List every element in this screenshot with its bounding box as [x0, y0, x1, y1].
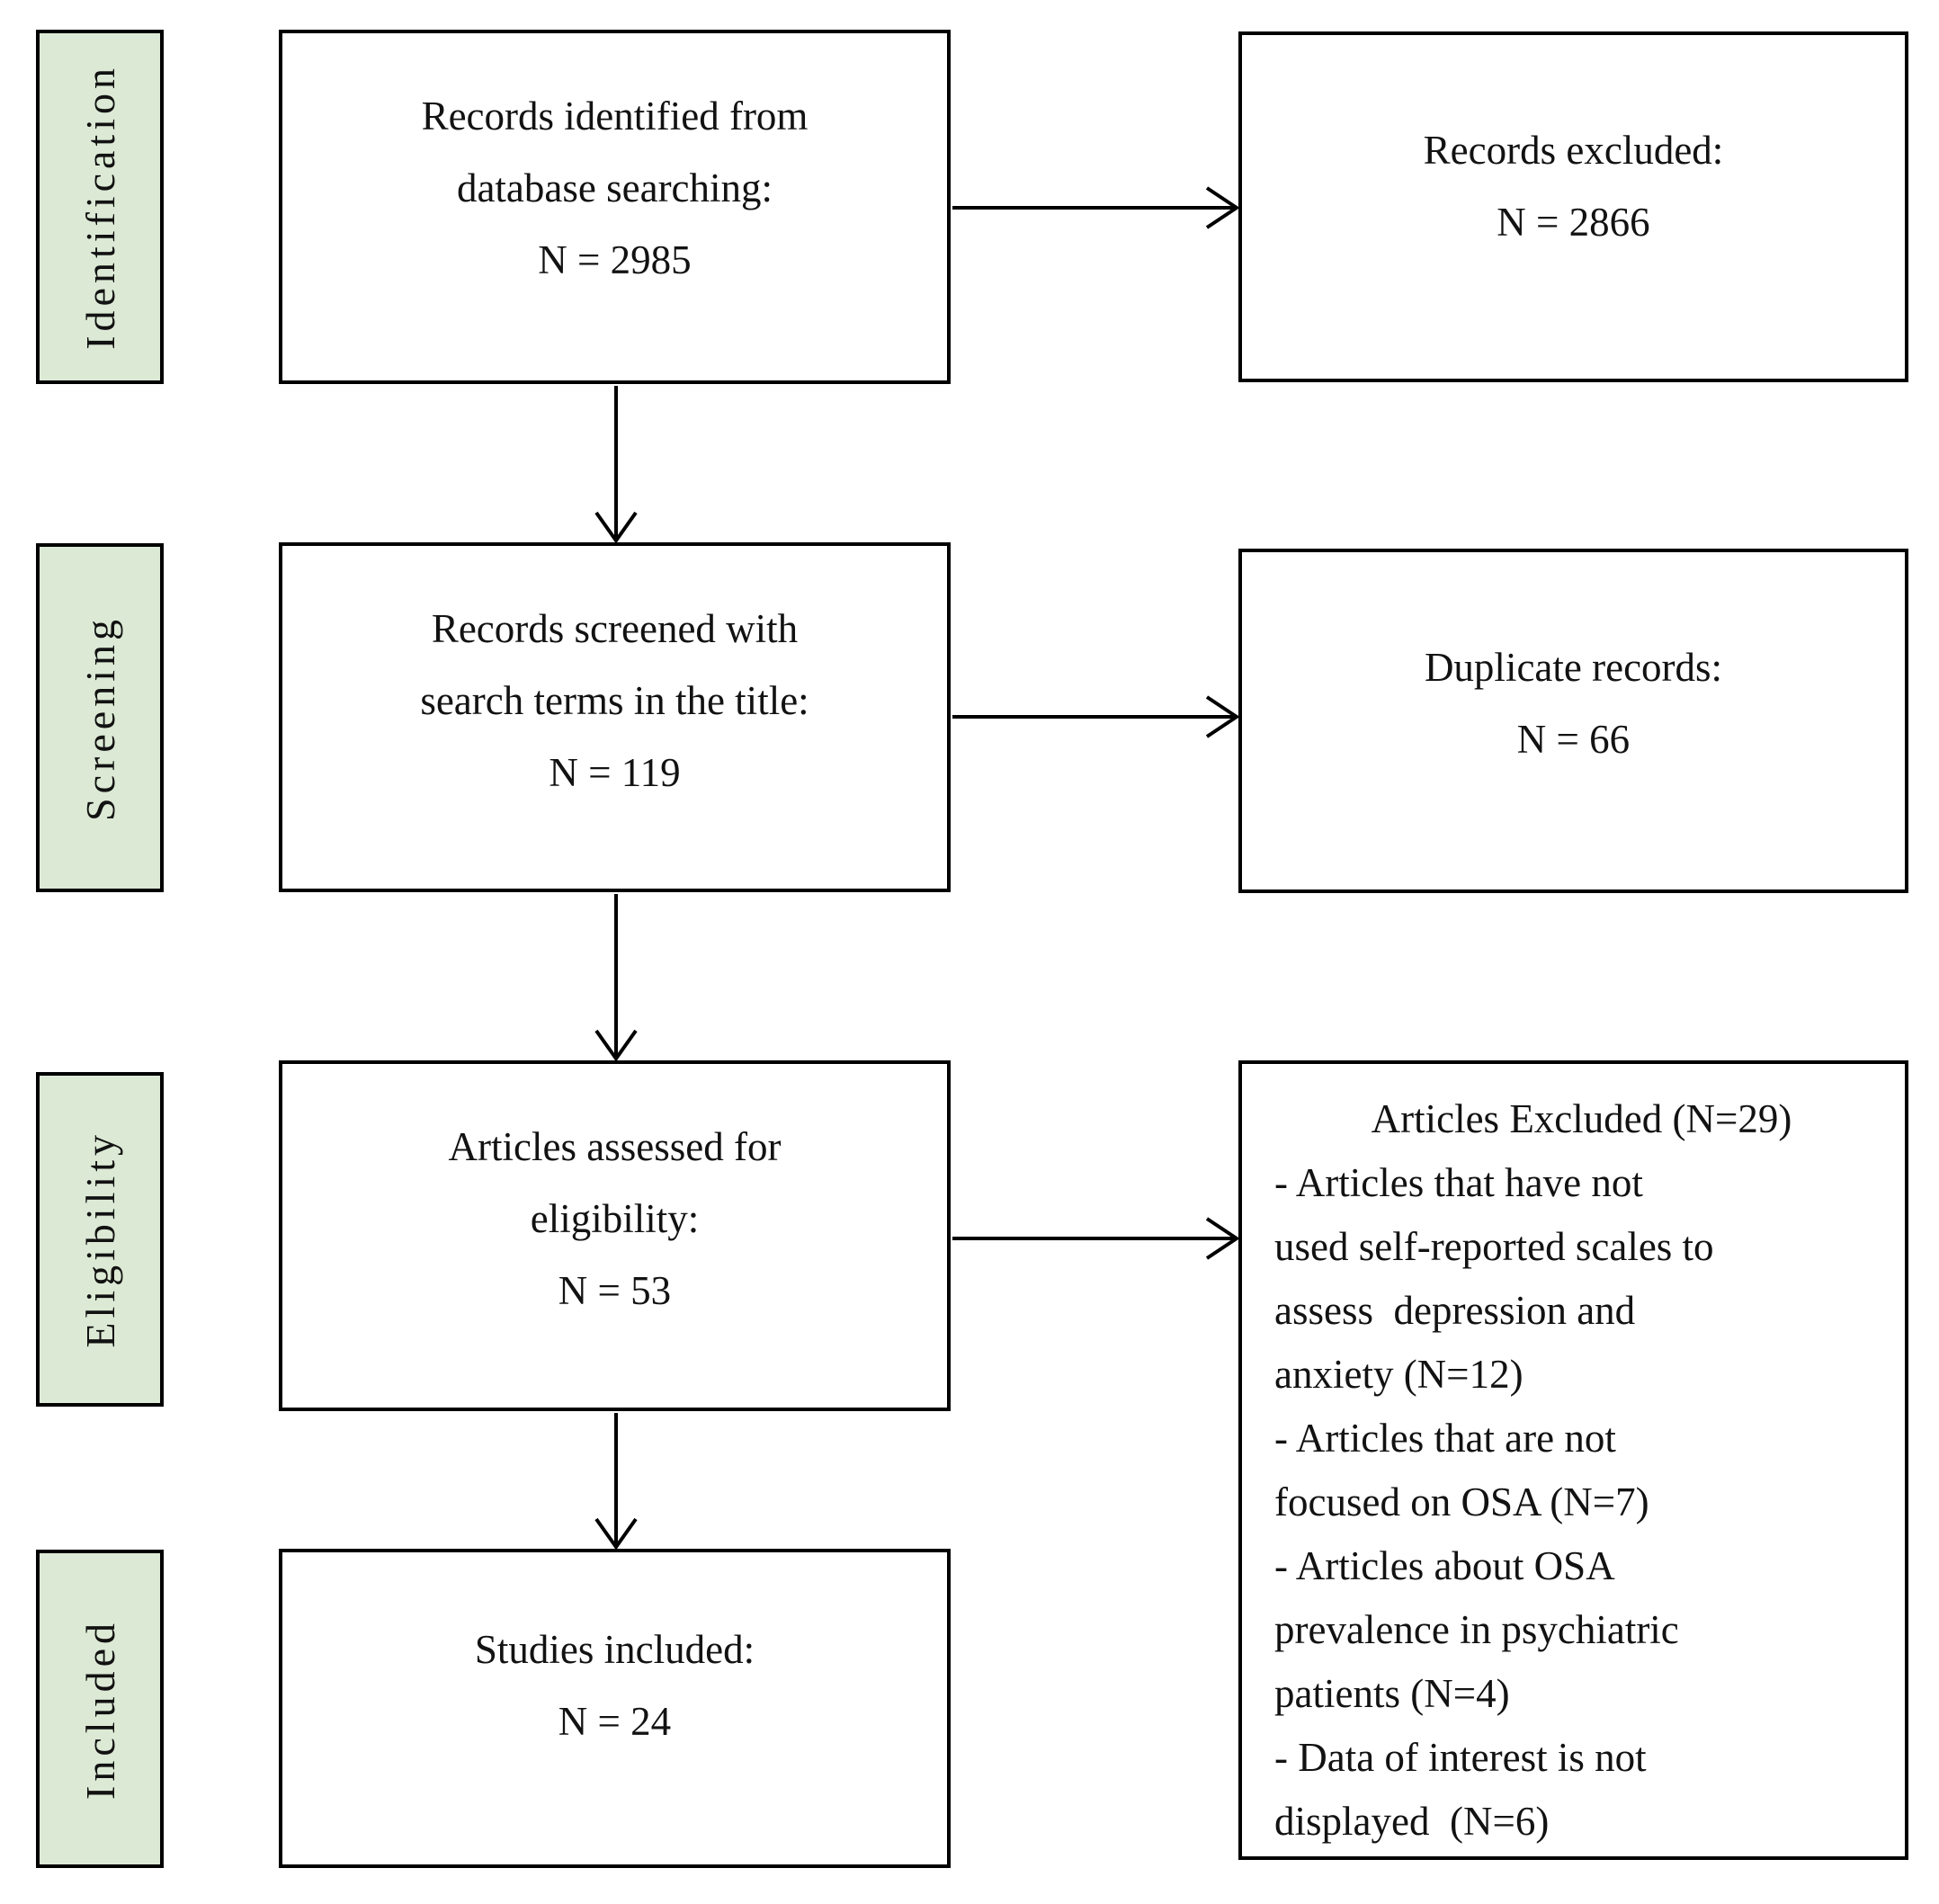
stage-label-screening: Screening — [36, 543, 164, 892]
box-count-line: N = 53 — [558, 1268, 672, 1313]
stage-label-identification: Identification — [36, 30, 164, 384]
stage-label-eligibility: Eligibility — [36, 1072, 164, 1407]
duplicate-records-box: Duplicate records: N = 66 — [1238, 549, 1908, 893]
exclusion-reason-line: assess depression and — [1274, 1288, 1636, 1333]
arrow-identified-to-records-excluded — [952, 186, 1240, 229]
box-count-line: N = 2985 — [538, 237, 692, 282]
records-excluded-box: Records excluded: N = 2866 — [1238, 31, 1908, 382]
exclusion-reason-line: - Articles about OSA — [1274, 1543, 1615, 1588]
box-count-line: N = 2866 — [1497, 200, 1650, 245]
arrow-assessed-to-included — [594, 1413, 638, 1551]
arrow-assessed-to-articles-excluded — [952, 1217, 1240, 1260]
stage-label-text: Identification — [76, 64, 123, 350]
exclusion-reason-line: anxiety (N=12) — [1274, 1352, 1524, 1397]
exclusion-reason-line: used self-reported scales to — [1274, 1224, 1714, 1269]
box-text-line: Records screened with — [431, 606, 799, 651]
exclusion-header: Articles Excluded (N=29) — [1371, 1096, 1792, 1141]
exclusion-reason-line: patients (N=4) — [1274, 1671, 1510, 1716]
stage-label-text: Included — [76, 1618, 123, 1800]
exclusion-reason-line: - Articles that have not — [1274, 1160, 1643, 1205]
box-count-line: N = 119 — [549, 750, 681, 795]
box-text-line: search terms in the title: — [420, 678, 809, 723]
stage-label-text: Eligibility — [76, 1131, 123, 1348]
records-screened-box: Records screened with search terms in th… — [279, 542, 951, 892]
stage-label-included: Included — [36, 1550, 164, 1868]
arrow-identified-to-screened — [594, 386, 638, 544]
articles-excluded-box: Articles Excluded (N=29) - Articles that… — [1238, 1060, 1908, 1860]
box-text-line: Articles assessed for — [448, 1124, 782, 1169]
box-text-line: database searching: — [456, 165, 773, 210]
records-identified-box: Records identified from database searchi… — [279, 30, 951, 384]
box-count-line: N = 24 — [558, 1699, 672, 1744]
box-text-line: Studies included: — [474, 1627, 755, 1672]
box-count-line: N = 66 — [1516, 717, 1631, 762]
stage-label-text: Screening — [76, 614, 123, 821]
arrow-screened-to-assessed — [594, 894, 638, 1062]
articles-assessed-box: Articles assessed for eligibility: N = 5… — [279, 1060, 951, 1411]
exclusion-reason-line: - Articles that are not — [1274, 1416, 1616, 1461]
studies-included-box: Studies included: N = 24 — [279, 1549, 951, 1868]
exclusion-reason-line: displayed (N=6) — [1274, 1799, 1550, 1844]
exclusion-reason-line: - Data of interest is not — [1274, 1735, 1647, 1780]
exclusion-reason-line: prevalence in psychiatric — [1274, 1607, 1679, 1652]
box-text-line: Records excluded: — [1423, 128, 1724, 173]
exclusion-reason-line: focused on OSA (N=7) — [1274, 1479, 1649, 1524]
box-text-line: eligibility: — [530, 1196, 700, 1241]
box-text-line: Records identified from — [421, 94, 809, 139]
arrow-screened-to-duplicates — [952, 695, 1240, 738]
box-text-line: Duplicate records: — [1424, 645, 1723, 690]
